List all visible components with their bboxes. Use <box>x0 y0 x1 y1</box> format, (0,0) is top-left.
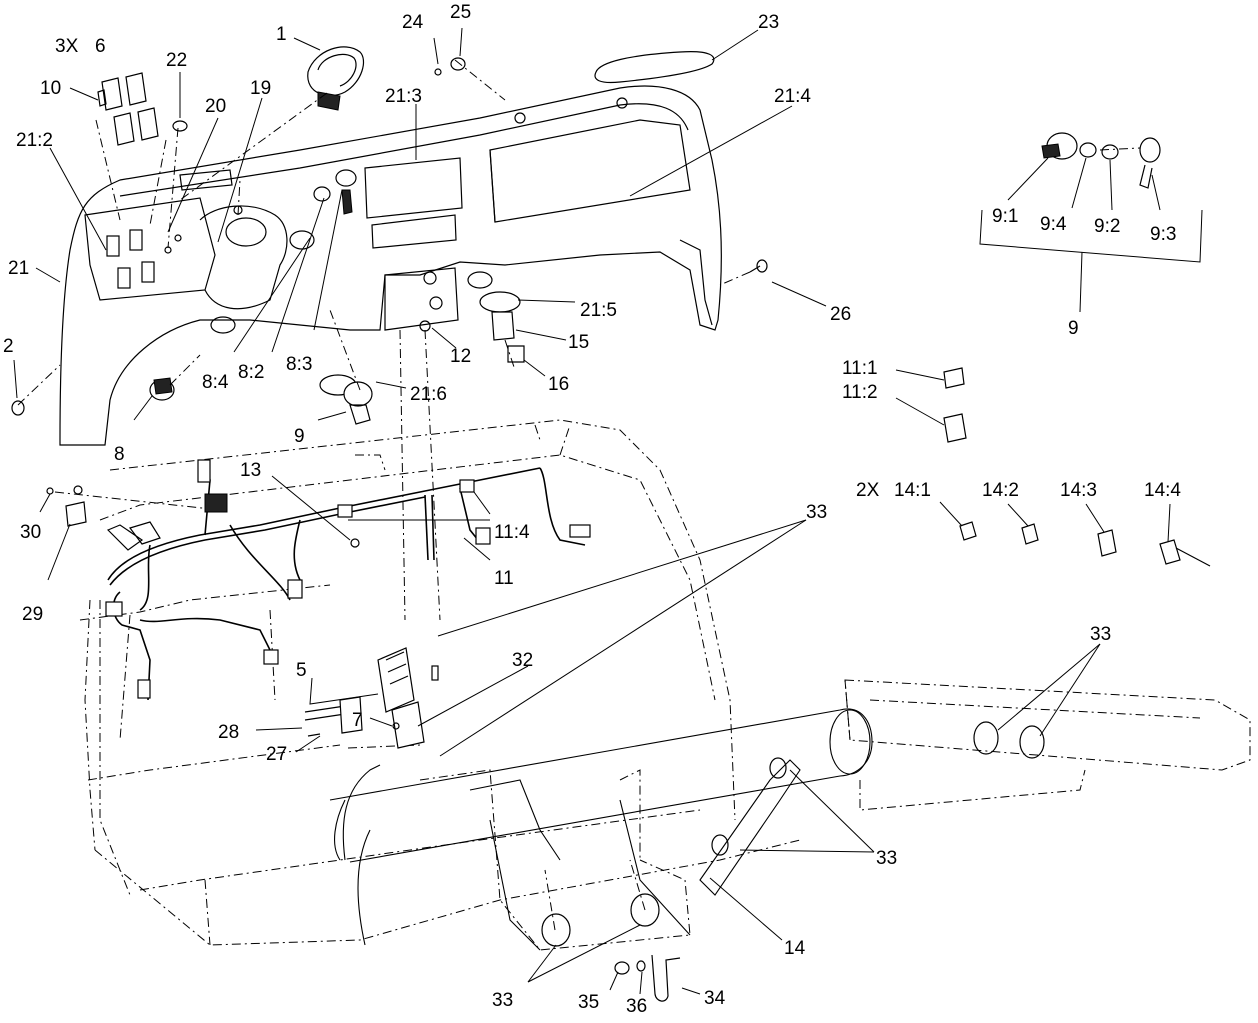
label-21-6: 21:6 <box>410 384 447 405</box>
label-27: 27 <box>266 744 287 765</box>
switch-15 <box>467 271 525 363</box>
label-9-3: 9:3 <box>1150 224 1176 245</box>
switch-9-exploded <box>1041 132 1161 189</box>
fuse-14-3 <box>1097 529 1117 557</box>
part-labels: 1 2 3X 6 10 22 20 19 21:2 21 24 25 23 21… <box>3 2 1181 1017</box>
wire-harness <box>105 459 591 701</box>
label-3x: 3X <box>55 36 79 57</box>
indicator-22 <box>172 120 188 132</box>
label-24: 24 <box>402 12 424 33</box>
label-5: 5 <box>296 660 307 681</box>
label-8-2: 8:2 <box>238 362 264 383</box>
label-29: 29 <box>22 604 43 625</box>
label-30: 30 <box>20 522 41 543</box>
label-21-2: 21:2 <box>16 130 53 151</box>
label-14-2: 14:2 <box>982 480 1019 501</box>
label-22: 22 <box>166 50 187 71</box>
label-8-4: 8:4 <box>202 372 229 393</box>
label-14-4: 14:4 <box>1144 480 1181 501</box>
label-9-group: 9 <box>1068 318 1079 339</box>
label-21-3: 21:3 <box>385 86 422 107</box>
label-10: 10 <box>40 78 61 99</box>
label-14: 14 <box>784 938 806 959</box>
bracket-29 <box>46 485 87 527</box>
label-14-3: 14:3 <box>1060 480 1097 501</box>
label-21: 21 <box>8 258 29 279</box>
label-34: 34 <box>704 988 726 1009</box>
ignition-switch <box>149 377 175 401</box>
label-25: 25 <box>450 2 471 23</box>
label-33-rear: 33 <box>1090 624 1111 645</box>
label-11-4: 11:4 <box>494 522 530 543</box>
label-11-1: 11:1 <box>842 358 878 379</box>
grip-handle <box>594 51 715 84</box>
key-switch <box>164 169 357 254</box>
label-21-4: 21:4 <box>774 86 811 107</box>
label-33-strut: 33 <box>876 848 897 869</box>
label-36: 36 <box>626 996 647 1017</box>
relay-group <box>97 72 159 146</box>
label-8: 8 <box>114 444 125 465</box>
label-1: 1 <box>276 24 287 45</box>
clamps-33 <box>541 721 1045 947</box>
label-7: 7 <box>352 710 363 731</box>
label-20: 20 <box>205 96 226 117</box>
fastener-12 <box>419 320 431 332</box>
label-26: 26 <box>830 304 851 325</box>
label-9: 9 <box>294 426 305 447</box>
knob-2 <box>11 400 25 416</box>
label-11: 11 <box>494 568 514 589</box>
label-15: 15 <box>568 332 589 353</box>
connector-14-1 <box>959 521 977 541</box>
fuse-11-1 <box>943 367 965 389</box>
label-9-1: 9:1 <box>992 206 1018 227</box>
label-9-2: 9:2 <box>1094 216 1120 237</box>
cross-tube <box>329 708 873 951</box>
washer-parts-24-25 <box>434 57 466 76</box>
label-2: 2 <box>3 336 14 357</box>
hardware-34-36 <box>614 954 681 1002</box>
label-28: 28 <box>218 722 239 743</box>
screw-26 <box>749 259 768 273</box>
dashboard-panel <box>59 85 722 446</box>
label-33-bottom: 33 <box>492 990 513 1011</box>
label-11-2: 11:2 <box>842 382 878 403</box>
label-33-top: 33 <box>806 502 827 523</box>
label-35: 35 <box>578 992 599 1013</box>
label-19: 19 <box>250 78 271 99</box>
label-9-4: 9:4 <box>1040 214 1067 235</box>
label-23: 23 <box>758 12 779 33</box>
label-2x: 2X <box>856 480 880 501</box>
switch-9 <box>319 374 373 425</box>
fuse-11-2 <box>943 413 967 443</box>
fastener-13 <box>350 538 360 548</box>
label-8-3: 8:3 <box>286 354 312 375</box>
label-12: 12 <box>450 346 471 367</box>
indicator-light <box>307 46 365 111</box>
connector-14-4 <box>1159 539 1211 567</box>
label-14-1: 14:1 <box>894 480 931 501</box>
assembly-ghost-lines <box>17 59 751 749</box>
label-13: 13 <box>240 460 261 481</box>
label-6: 6 <box>95 36 106 57</box>
connector-14-2 <box>1021 523 1039 545</box>
leader-lines <box>13 27 1203 995</box>
label-21-5: 21:5 <box>580 300 617 321</box>
fuse-block-assembly <box>304 647 439 749</box>
label-32: 32 <box>512 650 533 671</box>
label-16: 16 <box>548 374 569 395</box>
